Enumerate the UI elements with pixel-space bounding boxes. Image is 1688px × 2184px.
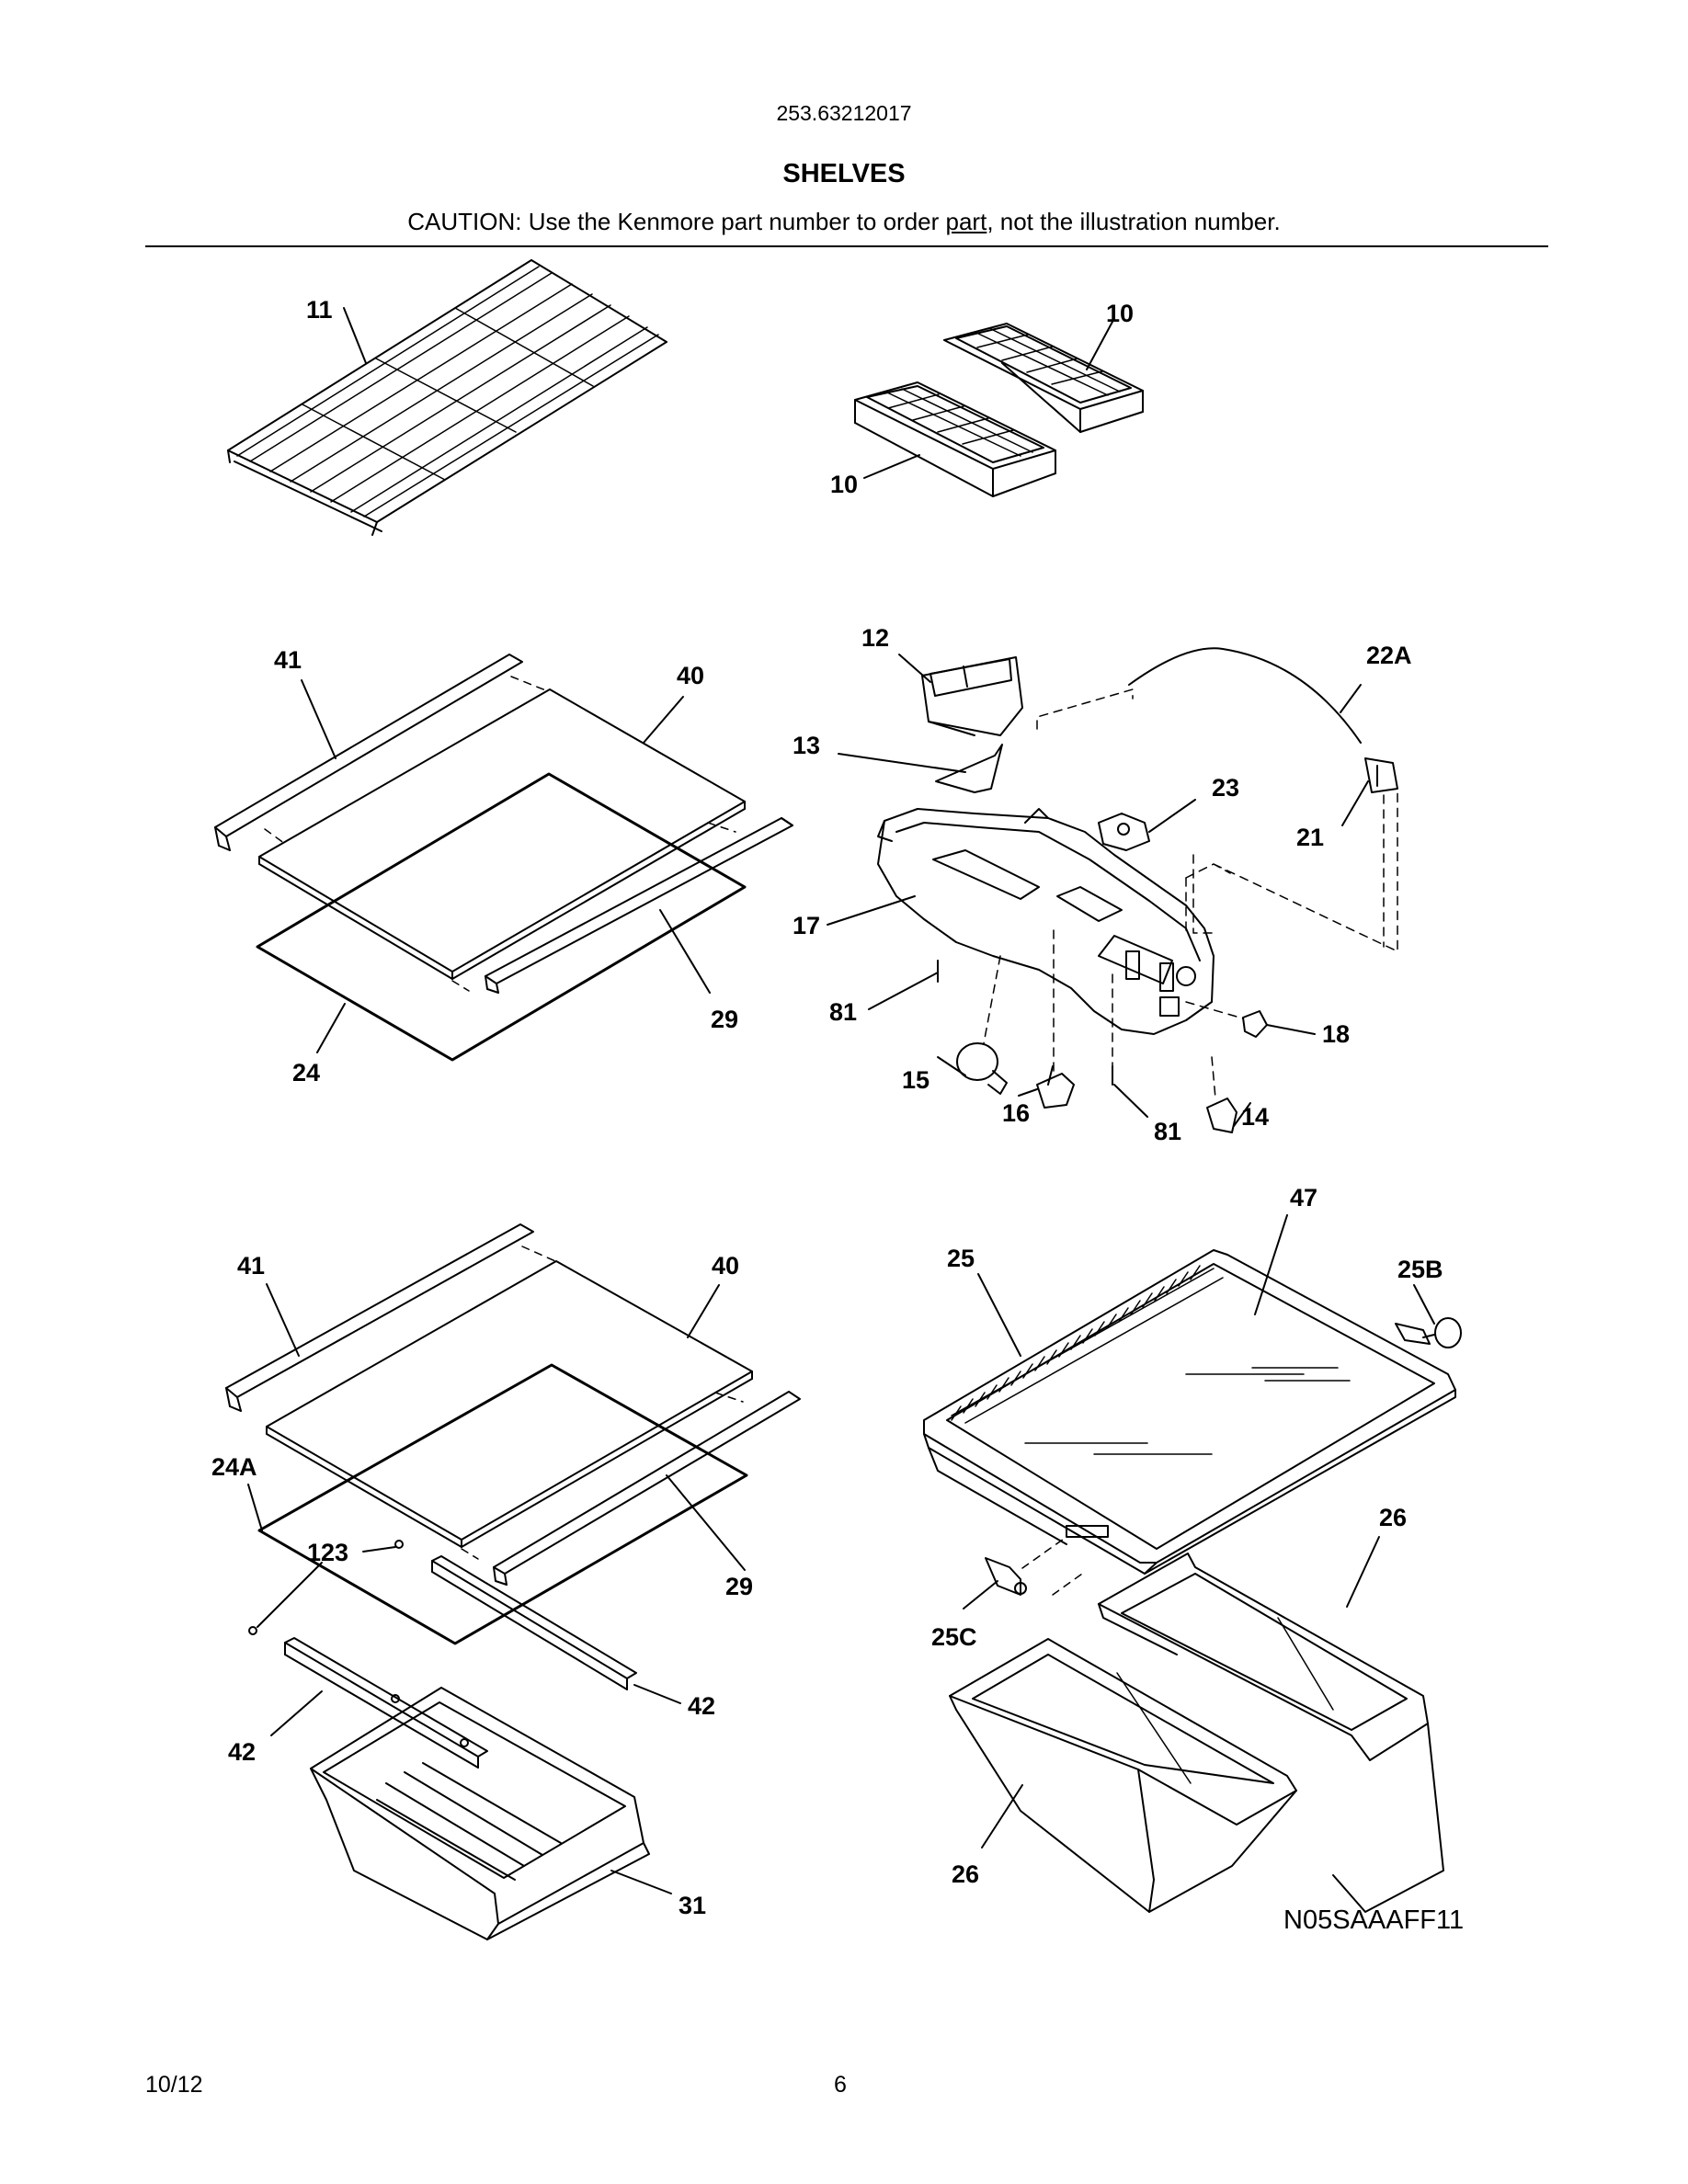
leader-line xyxy=(343,307,367,364)
leader-line xyxy=(257,1562,323,1628)
caution-underlined-word: part xyxy=(945,208,987,235)
leader-line xyxy=(316,1003,346,1053)
callout-81-right: 81 xyxy=(1154,1118,1181,1145)
leader-line xyxy=(863,454,920,479)
callout-12: 12 xyxy=(861,624,889,652)
leader-line xyxy=(666,1474,746,1571)
callout-16: 16 xyxy=(1002,1099,1030,1127)
callout-29-lower: 29 xyxy=(725,1573,753,1600)
header-rule xyxy=(145,245,1548,247)
leader-line xyxy=(1086,321,1113,370)
leader-line xyxy=(1340,684,1362,713)
page-number: 6 xyxy=(834,2072,847,2098)
leader-line xyxy=(977,1273,1021,1357)
leader-line xyxy=(868,972,939,1010)
leader-line xyxy=(1018,1088,1038,1097)
leader-line xyxy=(827,895,916,926)
callout-25: 25 xyxy=(947,1245,975,1272)
leader-line xyxy=(1346,1536,1380,1608)
model-number: 253.63212017 xyxy=(776,101,912,125)
caution-note: CAUTION: Use the Kenmore part number to … xyxy=(0,208,1688,236)
leader-line xyxy=(247,1484,263,1531)
leader-line xyxy=(633,1684,681,1704)
callout-31: 31 xyxy=(679,1892,706,1919)
diagram-code: N05SAAAFF11 xyxy=(1283,1905,1464,1935)
callout-24: 24 xyxy=(292,1059,320,1086)
leader-line xyxy=(1413,1284,1435,1325)
leader-line xyxy=(659,909,711,994)
leader-line xyxy=(838,753,966,773)
callout-40-upper: 40 xyxy=(677,662,704,689)
footer-date: 10/12 xyxy=(145,2072,203,2098)
callout-14: 14 xyxy=(1241,1103,1269,1131)
wire-shelf-drawing xyxy=(227,259,667,536)
callout-10-upper: 10 xyxy=(1106,300,1134,327)
leader-line xyxy=(362,1546,396,1553)
leader-line xyxy=(1113,1084,1148,1118)
leader-line xyxy=(687,1284,720,1338)
callout-42-right: 42 xyxy=(688,1692,715,1720)
callout-29-upper: 29 xyxy=(711,1006,738,1033)
callout-41-upper: 41 xyxy=(274,646,302,674)
callout-26-lower: 26 xyxy=(952,1860,979,1888)
leader-line xyxy=(963,1580,998,1610)
caution-text-end: , not the illustration number. xyxy=(987,208,1281,235)
callout-18: 18 xyxy=(1322,1020,1350,1048)
callout-81-left: 81 xyxy=(829,998,857,1026)
leader-line xyxy=(610,1870,672,1894)
caution-text-start: CAUTION: Use the Kenmore part number to … xyxy=(407,208,946,235)
callout-22A: 22A xyxy=(1366,642,1412,669)
leader-line xyxy=(937,1056,966,1076)
callout-24A: 24A xyxy=(211,1453,257,1481)
callout-23: 23 xyxy=(1212,774,1239,802)
leader-line xyxy=(1233,1102,1251,1127)
ice-tray-drawing xyxy=(854,323,1144,497)
leader-line xyxy=(898,654,931,683)
callout-41-lower: 41 xyxy=(237,1252,265,1280)
callout-25B: 25B xyxy=(1397,1256,1443,1283)
callout-40-lower: 40 xyxy=(712,1252,739,1280)
control-housing-drawing xyxy=(877,647,1398,1133)
leader-line xyxy=(301,679,336,759)
callout-17: 17 xyxy=(793,912,820,939)
leader-line xyxy=(1148,799,1196,833)
callout-47: 47 xyxy=(1290,1184,1317,1211)
glass-shelf-upper-drawing xyxy=(214,654,793,1062)
callout-42-left: 42 xyxy=(228,1738,256,1766)
leader-line xyxy=(1341,780,1369,826)
glass-shelf-lower-drawing xyxy=(225,1223,801,1940)
leader-line xyxy=(1266,1024,1316,1035)
leader-line xyxy=(1254,1214,1288,1315)
callout-13: 13 xyxy=(793,732,820,759)
callout-15: 15 xyxy=(902,1066,930,1094)
crisper-cover-pans-drawing xyxy=(923,1249,1462,1913)
leader-line xyxy=(266,1283,300,1357)
leader-line xyxy=(981,1784,1023,1848)
callout-123: 123 xyxy=(307,1539,348,1566)
leader-line xyxy=(643,696,684,744)
page-title: SHELVES xyxy=(782,159,906,188)
callout-25C: 25C xyxy=(931,1623,977,1651)
callout-26-upper: 26 xyxy=(1379,1504,1407,1531)
callout-11: 11 xyxy=(306,296,333,324)
callout-21: 21 xyxy=(1296,824,1324,851)
callout-10-lower: 10 xyxy=(830,471,858,498)
leader-line xyxy=(270,1690,323,1736)
